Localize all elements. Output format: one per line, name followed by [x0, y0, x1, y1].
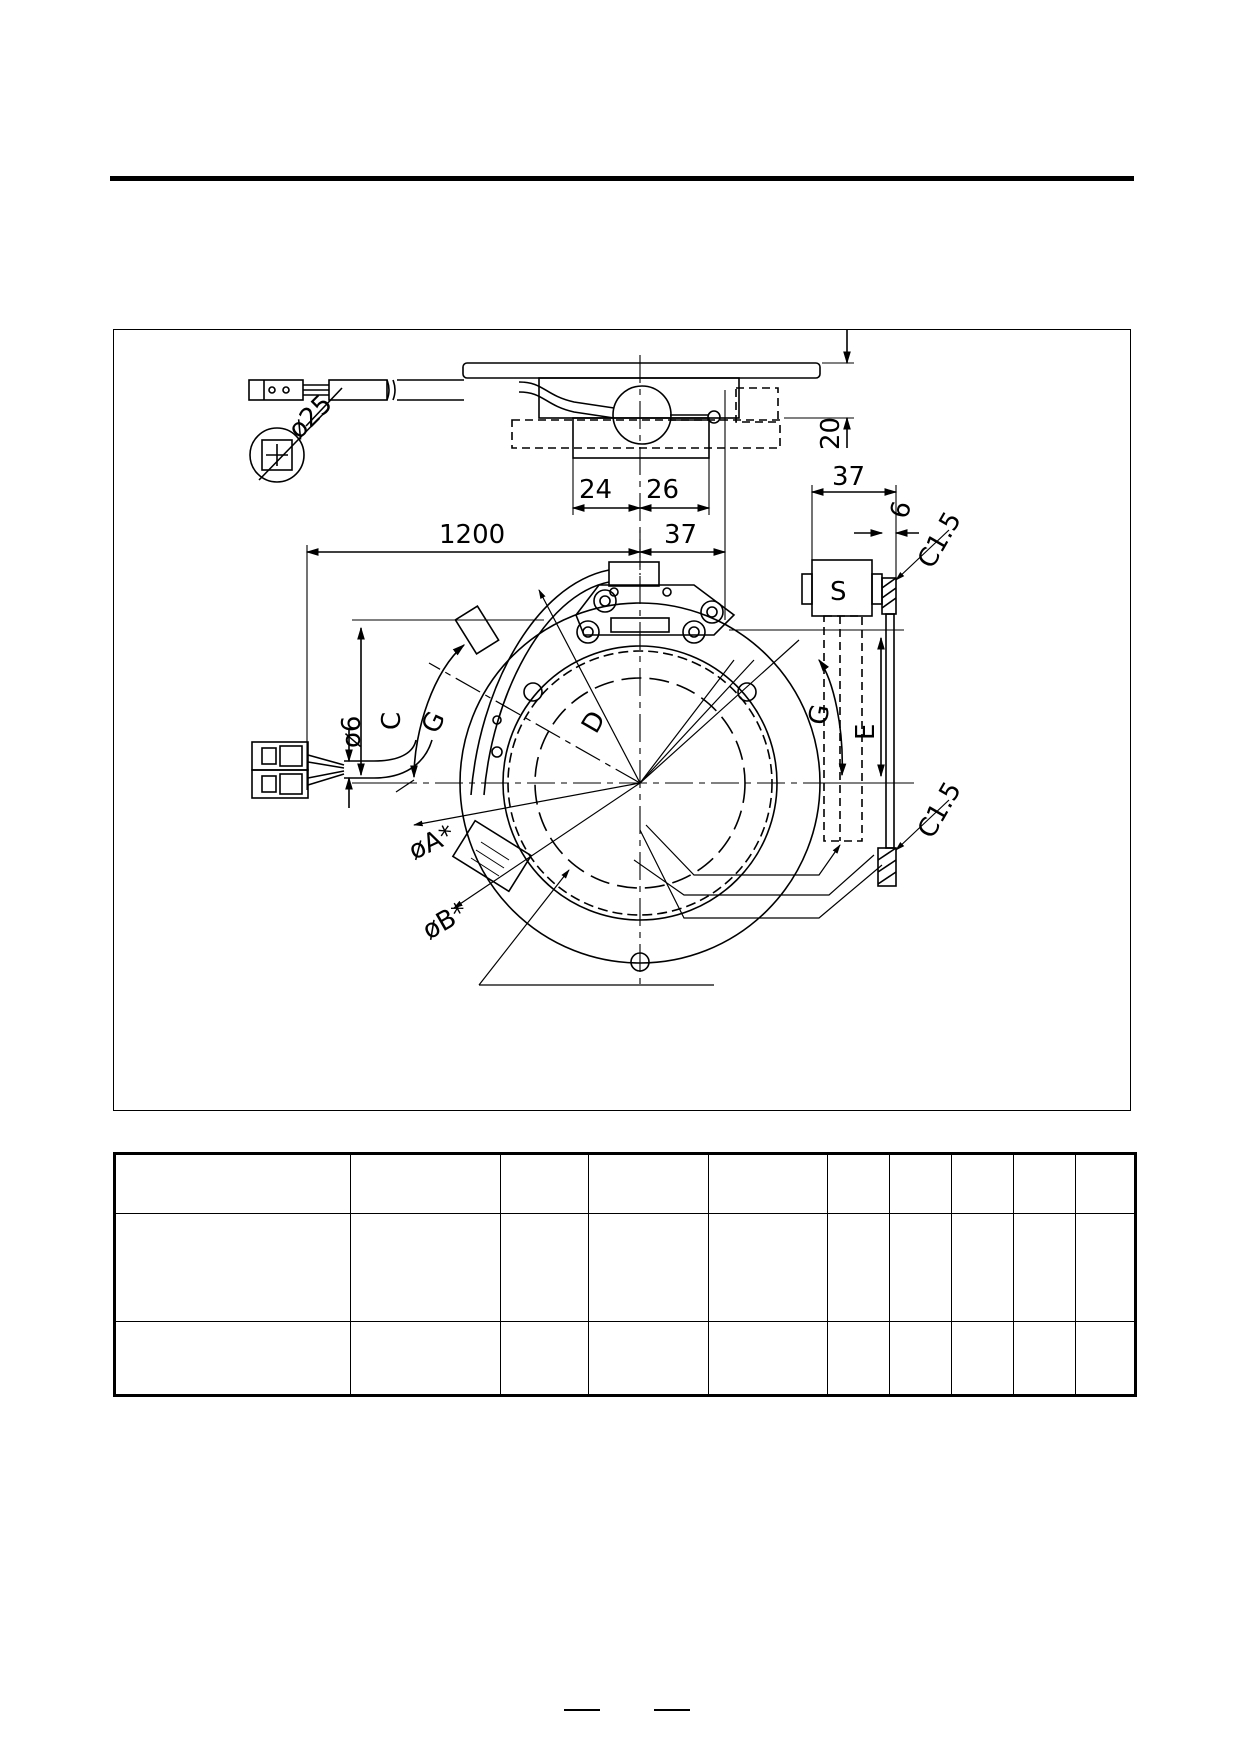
- page-number-dash-left: [564, 1709, 600, 1711]
- table-cell: [500, 1321, 589, 1396]
- dim-phiB: øB*: [418, 897, 473, 946]
- drawing-svg: 20 24 26 1200 37 37 6 ø25 ø6 C G D G E S…: [248, 330, 968, 990]
- header-rule: [110, 176, 1134, 181]
- cable-plug-top: [248, 379, 464, 401]
- table-cell: [350, 1321, 501, 1396]
- table-cell: [114, 1321, 351, 1396]
- table-cell: [588, 1153, 709, 1214]
- table-header-row: [114, 1153, 1136, 1214]
- table-cell: [350, 1153, 501, 1214]
- dim-E: E: [851, 724, 881, 740]
- dim-6-right: 6: [885, 498, 918, 522]
- table-cell: [951, 1321, 1014, 1396]
- table-cell: [1075, 1213, 1136, 1322]
- connector-end-view: [249, 387, 343, 483]
- dim-D: D: [576, 706, 612, 738]
- table-cell: [951, 1153, 1014, 1214]
- spec-table: [113, 1152, 1137, 1397]
- table-cell: [588, 1321, 709, 1396]
- page-number-dash-right: [654, 1709, 690, 1711]
- table-cell: [708, 1153, 828, 1214]
- technical-drawing: 20 24 26 1200 37 37 6 ø25 ø6 C G D G E S…: [113, 329, 1131, 1111]
- table-cell: [708, 1321, 828, 1396]
- encoder-front-view: [451, 561, 821, 972]
- side-view: [462, 362, 821, 459]
- dim-26: 26: [646, 475, 679, 505]
- dim-phi6: ø6: [337, 716, 367, 748]
- table-cell: [889, 1213, 952, 1322]
- table-cell: [500, 1153, 589, 1214]
- table-cell: [114, 1153, 351, 1214]
- table-row: [114, 1321, 1136, 1396]
- table-cell: [827, 1153, 890, 1214]
- table-cell: [951, 1213, 1014, 1322]
- dim-G-left: G: [416, 707, 452, 738]
- dim-37-right: 37: [832, 462, 865, 492]
- table-cell: [500, 1213, 589, 1322]
- table-cell: [708, 1213, 828, 1322]
- table-cell: [1013, 1153, 1076, 1214]
- table-cell: [1075, 1321, 1136, 1396]
- table-cell: [889, 1153, 952, 1214]
- table-cell: [350, 1213, 501, 1322]
- table-cell: [1013, 1213, 1076, 1322]
- dim-phiA: øA*: [404, 819, 459, 866]
- table-cell: [827, 1321, 890, 1396]
- dim-20: 20: [816, 417, 846, 450]
- table-cell: [889, 1321, 952, 1396]
- table-cell: [114, 1213, 351, 1322]
- section-label-S: S: [830, 577, 847, 607]
- dim-24: 24: [579, 475, 612, 505]
- table-cell: [1013, 1321, 1076, 1396]
- dim-c15-bottom: C1.5: [912, 777, 968, 844]
- dim-C: C: [377, 712, 407, 730]
- table-cell: [588, 1213, 709, 1322]
- section-view: [801, 559, 897, 887]
- dim-G-right: G: [803, 702, 836, 727]
- dim-1200: 1200: [439, 520, 505, 550]
- table-cell: [827, 1213, 890, 1322]
- table-cell: [1075, 1153, 1136, 1214]
- dim-c15-top: C1.5: [912, 507, 968, 574]
- dim-phi25: ø25: [283, 389, 339, 445]
- table-row: [114, 1213, 1136, 1322]
- dim-37-top: 37: [664, 520, 697, 550]
